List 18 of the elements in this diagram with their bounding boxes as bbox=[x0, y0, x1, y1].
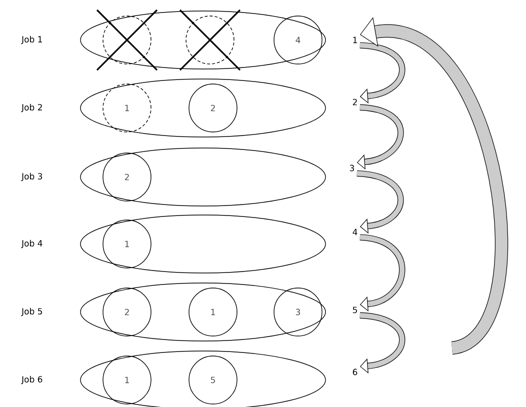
task-circle bbox=[102, 16, 152, 64]
step-number: 2 bbox=[352, 98, 357, 106]
node-label: Job 6 bbox=[21, 376, 42, 384]
curved-arrow bbox=[360, 312, 406, 374]
curved-arrow bbox=[356, 170, 404, 234]
node-label: Job 5 bbox=[21, 308, 42, 316]
node-label: Job 4 bbox=[21, 240, 42, 248]
node-label: Job 3 bbox=[21, 172, 42, 182]
node-label: Job 2 bbox=[21, 104, 42, 112]
step-number: 5 bbox=[352, 306, 357, 314]
step-number: 6 bbox=[352, 368, 358, 376]
step-number: 4 bbox=[352, 228, 358, 236]
curved-arrow bbox=[360, 42, 406, 104]
step-number: 1 bbox=[353, 36, 357, 44]
task-circle bbox=[186, 16, 234, 64]
node-label: Job 1 bbox=[21, 36, 42, 44]
curved-arrow bbox=[360, 234, 406, 312]
step-number: 3 bbox=[350, 164, 354, 172]
